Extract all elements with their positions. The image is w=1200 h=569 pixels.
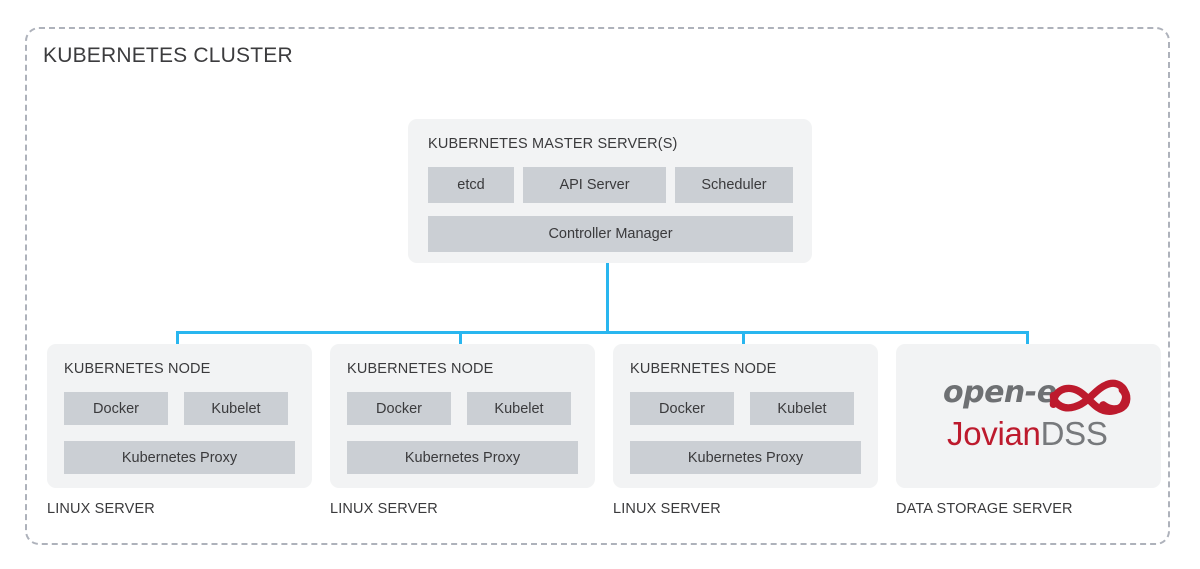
component-kubelet-2: Kubelet — [467, 392, 571, 425]
component-kubelet-3: Kubelet — [750, 392, 854, 425]
component-kubernetes-proxy-1: Kubernetes Proxy — [64, 441, 295, 474]
server-label-linux-2: LINUX SERVER — [330, 501, 438, 517]
component-docker-1: Docker — [64, 392, 168, 425]
connector-drop-node-2 — [459, 331, 462, 347]
connector-master-stem — [606, 263, 609, 333]
component-kubernetes-proxy-3: Kubernetes Proxy — [630, 441, 861, 474]
component-scheduler: Scheduler — [675, 167, 793, 203]
server-label-data-storage: DATA STORAGE SERVER — [896, 501, 1073, 517]
node-title-1: KUBERNETES NODE — [64, 361, 211, 377]
cluster-boundary — [25, 27, 1170, 545]
connector-drop-node-3 — [742, 331, 745, 347]
component-controller-manager: Controller Manager — [428, 216, 793, 252]
server-label-linux-1: LINUX SERVER — [47, 501, 155, 517]
connector-drop-node-1 — [176, 331, 179, 347]
connector-horizontal-bus — [176, 331, 1029, 334]
component-etcd: etcd — [428, 167, 514, 203]
component-kubelet-1: Kubelet — [184, 392, 288, 425]
node-title-2: KUBERNETES NODE — [347, 361, 494, 377]
component-kubernetes-proxy-2: Kubernetes Proxy — [347, 441, 578, 474]
data-storage-panel — [896, 344, 1161, 488]
connector-drop-storage — [1026, 331, 1029, 347]
cluster-title: KUBERNETES CLUSTER — [43, 44, 293, 67]
master-server-title: KUBERNETES MASTER SERVER(S) — [428, 136, 678, 152]
component-docker-3: Docker — [630, 392, 734, 425]
node-title-3: KUBERNETES NODE — [630, 361, 777, 377]
component-docker-2: Docker — [347, 392, 451, 425]
server-label-linux-3: LINUX SERVER — [613, 501, 721, 517]
component-api-server: API Server — [523, 167, 666, 203]
